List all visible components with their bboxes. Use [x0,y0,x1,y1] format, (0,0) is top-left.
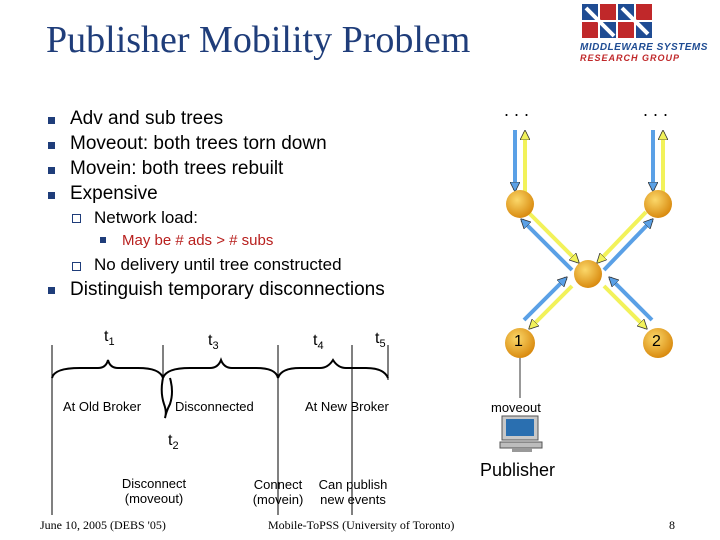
moveout-label: moveout [491,400,541,415]
event-disconnect: Disconnect (moveout) [121,476,187,506]
phase-new-broker: At New Broker [305,399,389,414]
broker-node-2 [643,328,673,358]
bullet-marker-icon [48,142,55,149]
bullet-4-2: No delivery until tree constructed [94,255,342,274]
ellipsis-left: . . . [504,100,530,120]
arrow-diag-yellow [530,284,574,328]
bullet-marker-icon [48,192,55,199]
arrow-diag-blue [602,220,652,272]
arrow-diag-yellow [602,284,646,328]
computer-icon [499,415,543,452]
bullet-5: Distinguish temporary disconnections [70,279,385,300]
bullet-marker-icon [48,117,55,124]
bullet-marker-icon [48,287,55,294]
footer-date: June 10, 2005 (DEBS '05) [40,518,166,532]
bullet-4-1: Network load: [94,208,198,227]
bullet-4: Expensive [70,183,158,204]
page-number: 8 [669,518,675,532]
broker-node-1 [505,328,535,358]
timeline [51,345,389,515]
arrow-diag-blue [522,278,566,322]
bullet-2: Moveout: both trees torn down [70,133,327,154]
event-can-publish: Can publish new events [318,477,388,507]
time-label-t4: t4 [313,332,324,353]
ellipsis-right: . . . [643,100,669,120]
bullet-4-1-1: May be # ads > # subs [122,232,274,249]
publisher-label: Publisher [480,460,556,480]
arrow-diag-blue [610,278,654,322]
right-column-arrows [653,130,663,192]
bullet-3: Movein: both trees rebuilt [70,158,284,179]
arrow-diag-yellow [598,210,648,262]
logo-line-1: MIDDLEWARE SYSTEMS [580,42,708,53]
sub-sub-bullet-marker-icon [100,237,106,243]
time-label-t3: t3 [208,332,219,353]
msrg-logo-mark-icon [582,4,652,38]
time-label-t2: t2 [168,432,179,453]
phase-old-broker: At Old Broker [63,399,142,414]
arrow-diag-yellow [526,210,578,262]
time-label-t1: t1 [104,328,115,349]
time-label-t5: t5 [375,330,386,351]
bullet-marker-icon [48,167,55,174]
logo-line-2: RESEARCH GROUP [580,53,681,63]
left-column-arrows [515,130,525,192]
sub-bullet-marker-icon [72,214,81,223]
broker-node [574,260,602,288]
footer-affiliation: Mobile-ToPSS (University of Toronto) [268,518,455,532]
broker-node [506,190,534,218]
sub-bullet-marker-icon [72,262,81,271]
slide-title: Publisher Mobility Problem [46,19,471,61]
node-2-label: 2 [652,333,661,350]
node-1-label: 1 [514,333,523,350]
phase-disconnected: Disconnected [175,399,254,414]
broker-node [644,190,672,218]
event-connect: Connect (movein) [252,477,304,507]
msrg-logo: MIDDLEWARE SYSTEMS RESEARCH GROUP [578,2,716,64]
bullet-1: Adv and sub trees [70,108,224,129]
arrow-diag-blue [522,220,574,272]
